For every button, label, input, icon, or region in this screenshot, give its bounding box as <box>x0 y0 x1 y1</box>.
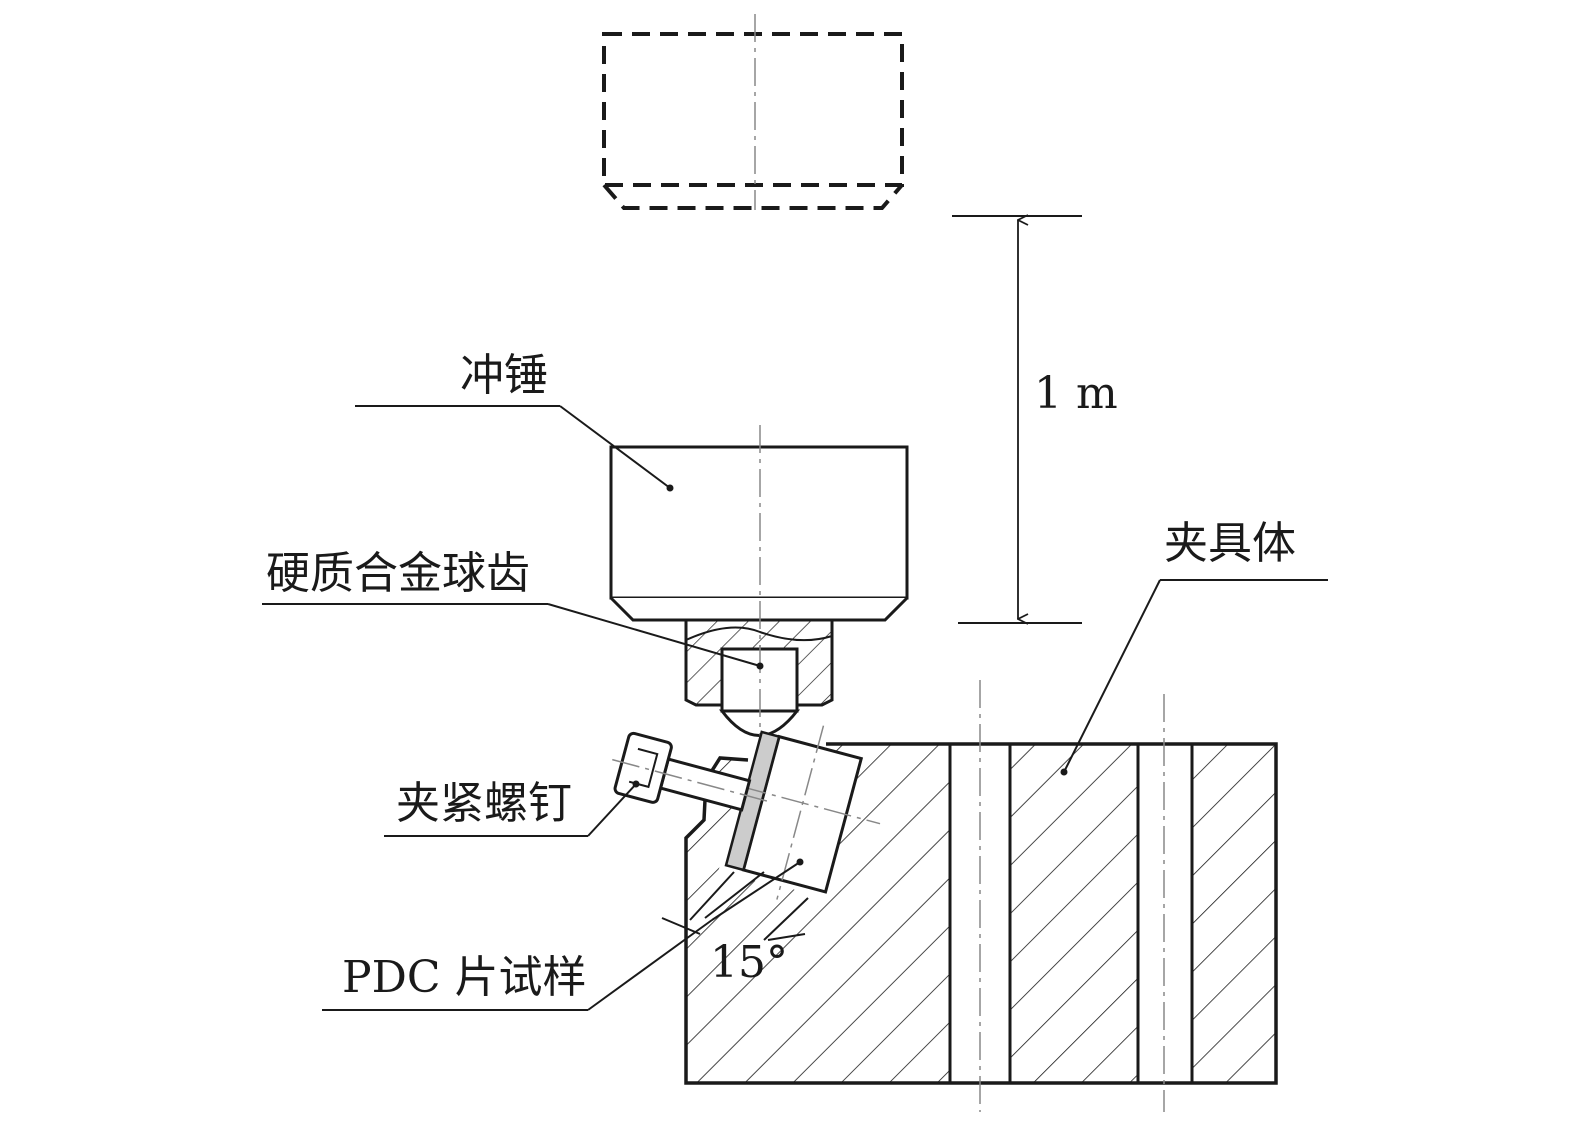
ball-tooth-label: 硬质合金球齿 <box>266 548 530 599</box>
leader-lines <box>262 405 1328 1011</box>
clamp-screw <box>612 731 768 812</box>
tilt-angle-label: 15° <box>710 937 788 988</box>
hammer-label: 冲锤 <box>460 350 548 401</box>
clamp-screw-label: 夹紧螺钉 <box>396 778 572 829</box>
drop-height-label: 1 m <box>1034 368 1118 419</box>
fixture-body <box>684 680 1278 1112</box>
hammer-initial-position <box>602 14 904 210</box>
fixture-body-label: 夹具体 <box>1164 518 1296 569</box>
drop-height-dimension <box>952 216 1082 623</box>
tilt-angle-annotation <box>661 871 809 941</box>
sample-holder <box>696 725 881 900</box>
pdc-sample-label: PDC 片试样 <box>342 952 587 1003</box>
